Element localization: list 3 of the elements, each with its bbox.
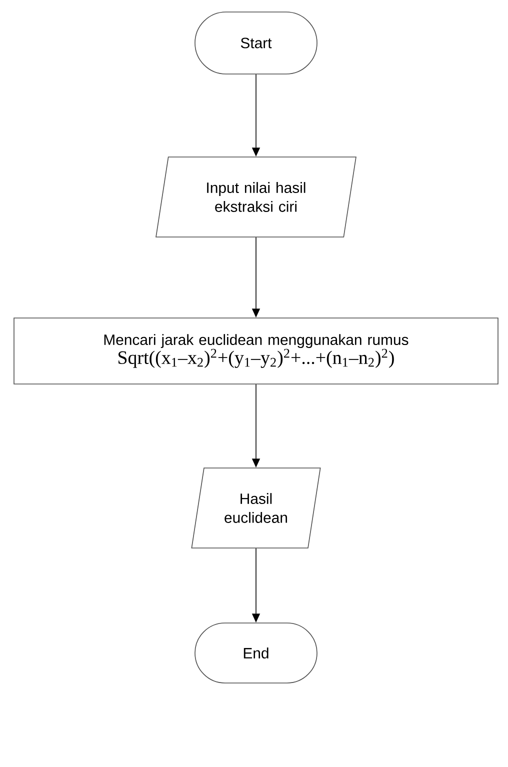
data-parallelogram: Hasil euclidean (191, 468, 321, 548)
data-parallelogram: Input nilai hasil ekstraksi ciri (156, 156, 356, 238)
process-box: Mencari jarak euclidean menggunakan rumus Sqrt((x$_{1}$–x$_{2}$)$^{2}$+(y$_{1}$–y$_{2}$)$^{2}$+...+(n$_{1}$–n$_{2}$)$^{2}$) (14, 318, 498, 384)
